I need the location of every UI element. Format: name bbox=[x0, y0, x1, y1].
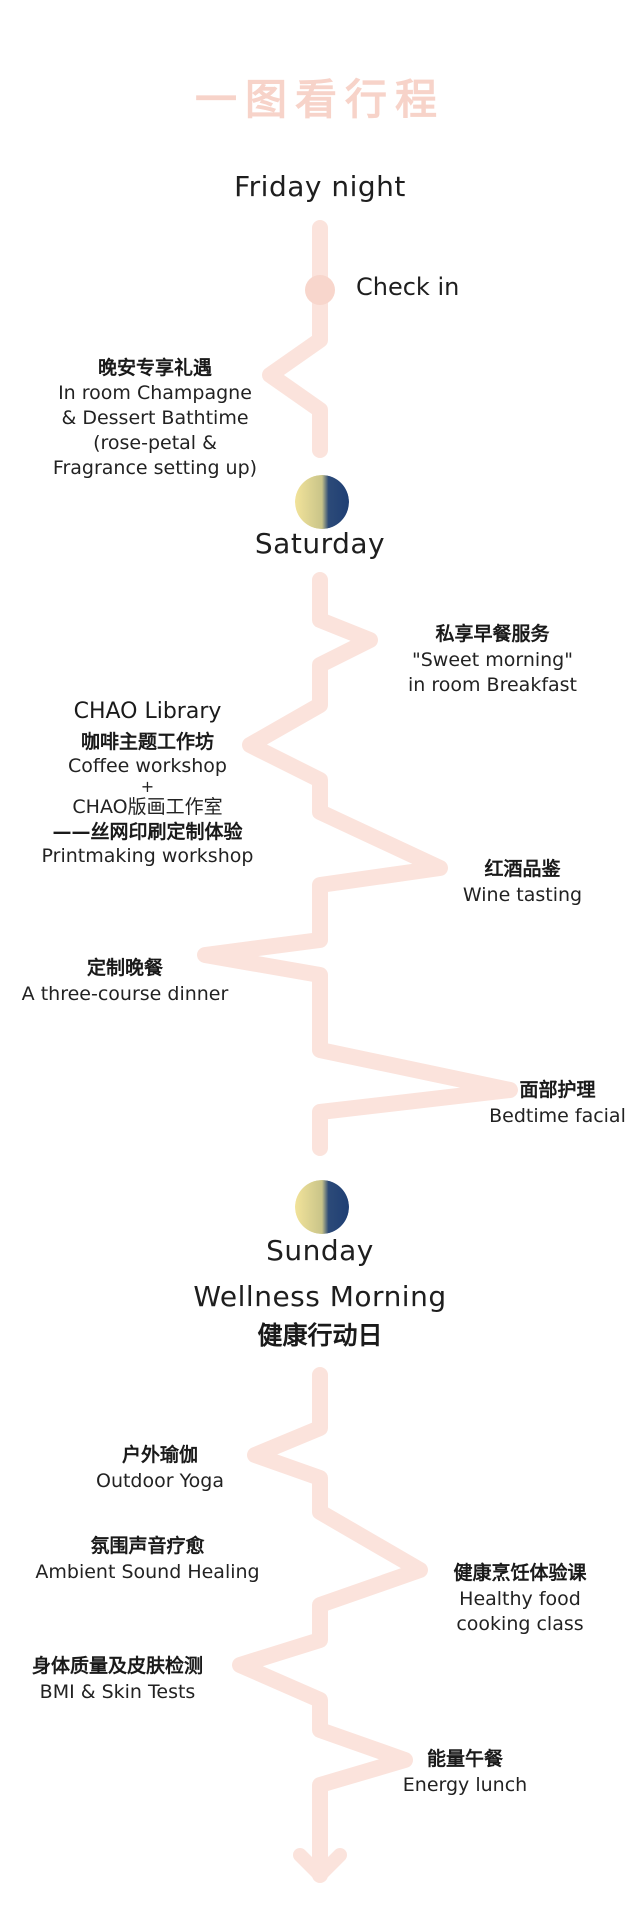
sunday-label: Sunday bbox=[266, 1234, 374, 1267]
friday-night-label: Friday night bbox=[234, 170, 406, 203]
lunch-title-en: Energy lunch bbox=[402, 1774, 528, 1796]
lunch-title-cn: 能量午餐 bbox=[426, 1748, 503, 1770]
facial-item: 面部护理 Bedtime facial bbox=[475, 1078, 640, 1129]
wine-title-en: Wine tasting bbox=[462, 884, 583, 906]
sunday-subtitle-cn: 健康行动日 bbox=[257, 1321, 383, 1350]
wine-title-cn: 红酒品鉴 bbox=[484, 858, 561, 880]
facial-title-en: Bedtime facial bbox=[489, 1105, 626, 1127]
facial-title-cn: 面部护理 bbox=[519, 1079, 596, 1101]
bmi-item: 身体质量及皮肤检测 BMI & Skin Tests bbox=[5, 1654, 230, 1705]
cooking-class-item: 健康烹饪体验课 Healthy food cooking class bbox=[430, 1561, 610, 1637]
yoga-title-cn: 户外瑜伽 bbox=[121, 1444, 198, 1466]
cooking-line: cooking class bbox=[456, 1613, 584, 1635]
check-in-dot-icon bbox=[305, 275, 335, 305]
wine-tasting-item: 红酒品鉴 Wine tasting bbox=[440, 857, 605, 908]
coffee-workshop-en: Coffee workshop bbox=[67, 755, 227, 777]
moon-icon bbox=[295, 1180, 349, 1234]
bmi-title-en: BMI & Skin Tests bbox=[39, 1681, 196, 1703]
sunday-subtitle-en: Wellness Morning bbox=[193, 1280, 447, 1313]
saturday-route bbox=[197, 572, 518, 1156]
yoga-item: 户外瑜伽 Outdoor Yoga bbox=[60, 1443, 260, 1494]
breakfast-item: 私享早餐服务 "Sweet morning" in room Breakfast bbox=[370, 622, 615, 698]
amenity-title-cn: 晚安专享礼遇 bbox=[97, 357, 212, 379]
printmaking-studio: CHAO版画工作室 bbox=[72, 796, 223, 818]
sound-healing-item: 氛围声音疗愈 Ambient Sound Healing bbox=[10, 1534, 285, 1585]
plus-sign: + bbox=[140, 777, 155, 796]
coffee-workshop-cn: 咖啡主题工作坊 bbox=[80, 731, 214, 753]
breakfast-title-cn: 私享早餐服务 bbox=[435, 623, 550, 645]
saturday-label: Saturday bbox=[254, 527, 386, 560]
bmi-title-cn: 身体质量及皮肤检测 bbox=[31, 1655, 203, 1677]
dinner-title-cn: 定制晚餐 bbox=[86, 957, 163, 979]
sunday-route bbox=[232, 1367, 428, 1883]
sound-title-en: Ambient Sound Healing bbox=[35, 1561, 260, 1583]
amenity-line: Fragrance setting up) bbox=[52, 457, 258, 479]
amenity-line: In room Champagne bbox=[58, 382, 252, 404]
amenity-line: (rose-petal & bbox=[93, 432, 217, 454]
breakfast-line: "Sweet morning" bbox=[412, 649, 573, 671]
sound-title-cn: 氛围声音疗愈 bbox=[90, 1535, 205, 1557]
check-in-label: Check in bbox=[356, 273, 460, 301]
page-title: 一图看行程 bbox=[194, 75, 445, 124]
dinner-title-en: A three-course dinner bbox=[21, 983, 229, 1005]
chao-library-item: CHAO Library 咖啡主题工作坊 Coffee workshop + C… bbox=[15, 698, 280, 869]
breakfast-line: in room Breakfast bbox=[408, 674, 577, 696]
lunch-item: 能量午餐 Energy lunch bbox=[380, 1747, 550, 1798]
friday-amenity: 晚安专享礼遇 In room Champagne & Dessert Batht… bbox=[10, 356, 300, 481]
cooking-line: Healthy food bbox=[459, 1588, 581, 1610]
moon-icon bbox=[295, 475, 349, 529]
library-title: CHAO Library bbox=[73, 699, 222, 724]
cooking-title-cn: 健康烹饪体验课 bbox=[453, 1562, 587, 1584]
amenity-line: & Dessert Bathtime bbox=[61, 407, 249, 429]
arrow-head-icon bbox=[293, 1848, 347, 1882]
printmaking-cn: ——丝网印刷定制体验 bbox=[52, 821, 243, 843]
dinner-item: 定制晚餐 A three-course dinner bbox=[5, 956, 245, 1007]
printmaking-en: Printmaking workshop bbox=[41, 845, 254, 867]
yoga-title-en: Outdoor Yoga bbox=[95, 1470, 225, 1492]
